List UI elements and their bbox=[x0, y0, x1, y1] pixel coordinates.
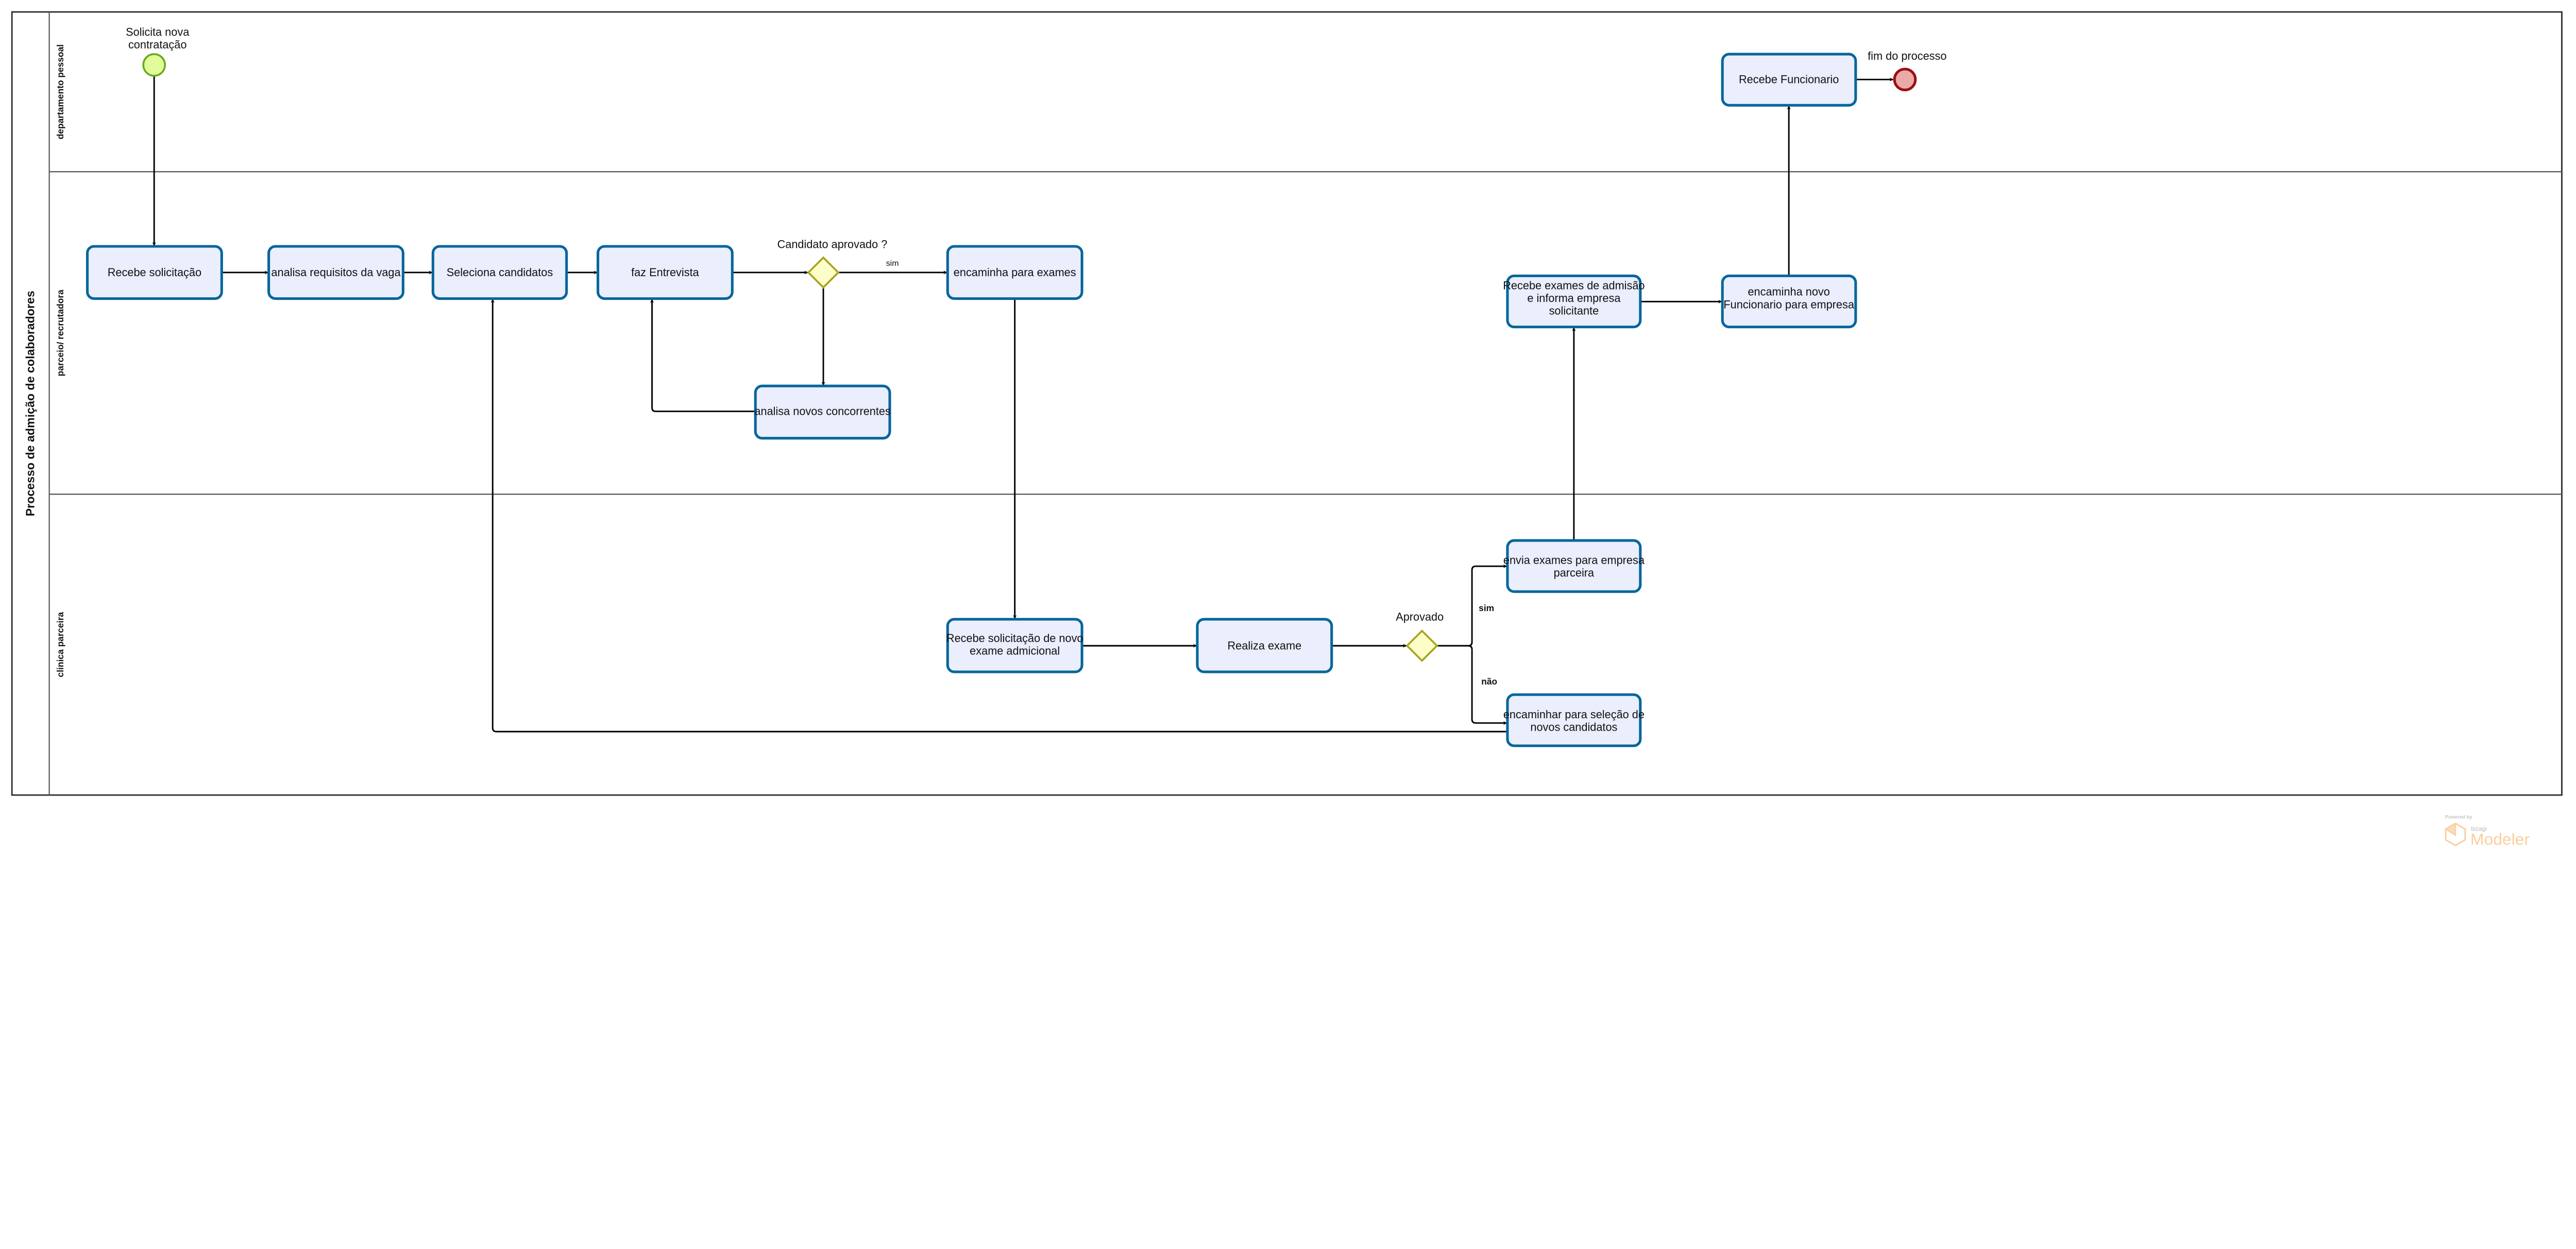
gateway-candidato-aprovado[interactable]: Candidato aprovado ? sim bbox=[777, 238, 899, 289]
flow-selecao-to-seleciona bbox=[490, 299, 1507, 733]
bizagi-brand-text: bizagi bbox=[2471, 826, 2486, 833]
flow-gateway-nao bbox=[1468, 645, 1507, 725]
task-analisa-requisitos[interactable]: analisa requisitos da vaga bbox=[267, 245, 404, 300]
start-event-icon bbox=[142, 53, 166, 77]
bizagi-cube-icon bbox=[2445, 822, 2466, 847]
powered-by-text: Powered by bbox=[2445, 814, 2473, 820]
sequence-flows bbox=[152, 76, 1893, 733]
end-event[interactable]: fim do processo bbox=[1868, 49, 1946, 92]
task-faz-entrevista[interactable]: faz Entrevista bbox=[596, 245, 734, 300]
task-encaminha-exames[interactable]: encaminha para exames bbox=[946, 245, 1083, 300]
lane-title-clinica-parceira: clinica parceira bbox=[55, 612, 65, 677]
task-label: analisa novos concorrentes bbox=[754, 405, 891, 418]
lane-title-parceiro-recrutadora: parceio/ recrutadora bbox=[55, 290, 65, 376]
gateway-label: Aprovado bbox=[1396, 611, 1444, 623]
flow-label-nao: não bbox=[1481, 677, 1497, 687]
modeler-product-text: Modeler bbox=[2470, 830, 2530, 848]
bpmn-diagram: Processo de admição de colaboradores dep… bbox=[11, 11, 2563, 848]
task-seleciona-candidatos[interactable]: Seleciona candidatos bbox=[431, 245, 568, 300]
task-recebe-funcionario[interactable]: Recebe Funcionario bbox=[1721, 53, 1857, 107]
task-analisa-novos-concorrentes[interactable]: analisa novos concorrentes bbox=[754, 384, 891, 440]
task-realiza-exame[interactable]: Realiza exame bbox=[1196, 618, 1333, 673]
gateway-aprovado[interactable]: Aprovado sim não bbox=[1396, 603, 1497, 687]
task-label: analisa requisitos da vaga bbox=[271, 266, 401, 279]
flow-analisa-novos-to-entrevista bbox=[650, 299, 756, 412]
task-label: Realiza exame bbox=[1228, 639, 1302, 652]
task-label: encaminha para exames bbox=[954, 266, 1076, 279]
flow-gateway-sim bbox=[1437, 564, 1507, 647]
flow-label-sim: sim bbox=[886, 259, 899, 268]
gateway-diamond-icon bbox=[807, 256, 840, 289]
pool-title: Processo de admição de colaboradores bbox=[24, 291, 37, 516]
task-label: Recebe Funcionario bbox=[1739, 73, 1839, 86]
task-label: Recebe solicitação bbox=[108, 266, 201, 279]
end-event-label: fim do processo bbox=[1868, 49, 1946, 62]
task-recebe-solicitacao[interactable]: Recebe solicitação bbox=[86, 245, 223, 300]
bizagi-watermark: Powered by bizagi Modeler bbox=[2445, 814, 2530, 848]
gateway-label: Candidato aprovado ? bbox=[777, 238, 888, 251]
pool: Processo de admição de colaboradores bbox=[11, 11, 2563, 796]
end-event-icon bbox=[1893, 67, 1917, 92]
gateway-diamond-icon bbox=[1405, 629, 1438, 662]
task-label: Seleciona candidatos bbox=[447, 266, 553, 279]
task-label: faz Entrevista bbox=[631, 266, 699, 279]
lane-title-departamento-pessoal: departamento pessoal bbox=[55, 44, 65, 139]
flow-label-sim: sim bbox=[1479, 603, 1494, 613]
